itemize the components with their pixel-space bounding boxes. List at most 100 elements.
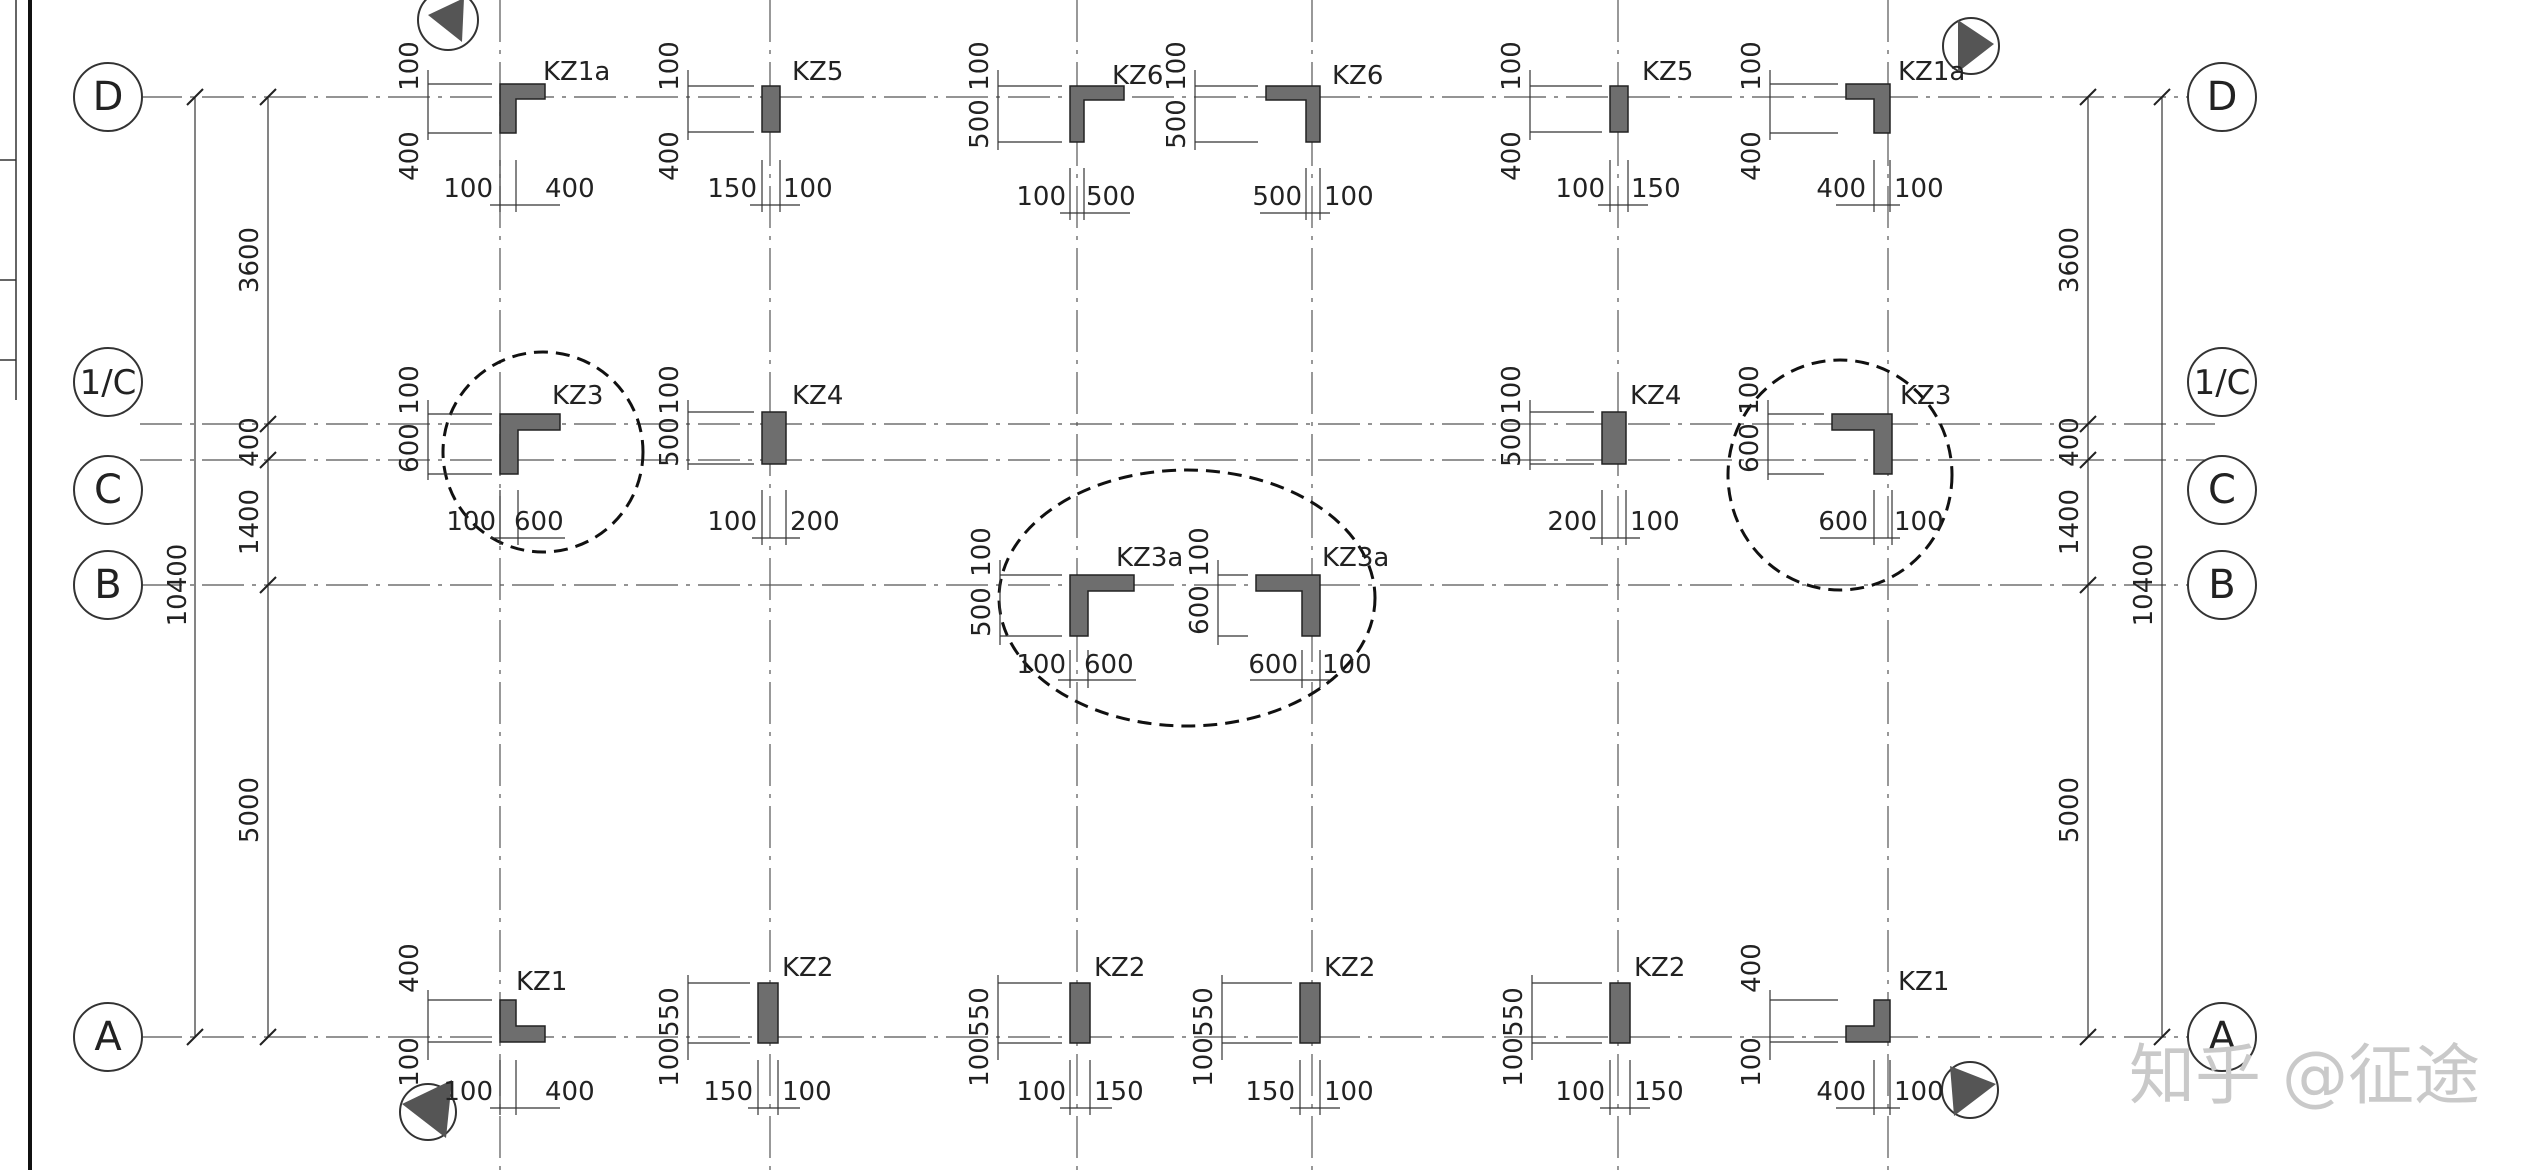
- dim-text-3600-left: 3600: [235, 227, 265, 293]
- column-label: KZ2: [1324, 953, 1375, 983]
- dim-text-10400-right: 10400: [2129, 544, 2159, 627]
- dim-text: 100: [1497, 365, 1527, 415]
- north-marker-arrow: [428, 0, 464, 42]
- axis-bubble-D-right: [2187, 62, 2257, 132]
- column-kz6-d4: KZ6 100 500 500 100: [1162, 41, 1383, 220]
- column-shape: [757, 982, 779, 1044]
- column-kz2-a3: KZ2 550 100 100 150: [965, 953, 1145, 1115]
- dim-text: 400: [545, 1077, 595, 1107]
- dim-text: 200: [790, 507, 840, 537]
- dim-text: 600: [1084, 650, 1134, 680]
- column-kz1-a6: KZ1 400 100 400 100: [1737, 943, 1949, 1115]
- axis-label-C-right: C: [2208, 467, 2236, 513]
- column-label: KZ2: [782, 953, 833, 983]
- column-label: KZ2: [1094, 953, 1145, 983]
- axis-bubble-C-right: [2187, 455, 2257, 525]
- revision-cloud-left: [441, 350, 645, 554]
- axis-label-B-left: B: [94, 562, 121, 608]
- dim-text: 100: [1189, 1037, 1219, 1087]
- dim-text: 100: [655, 41, 685, 91]
- column-kz6-d3: KZ6 100 500 100 500: [965, 41, 1163, 220]
- column-kz1a-d1: KZ1a 100 400 100 400: [395, 41, 610, 212]
- dim-text: 100: [1894, 507, 1944, 537]
- dim-text: 600: [1735, 423, 1765, 473]
- column-shape: [1601, 411, 1627, 465]
- dim-text: 100: [395, 41, 425, 91]
- axis-bubble-B-right: [2187, 550, 2257, 620]
- column-shape: [499, 999, 546, 1043]
- dim-text: 500: [967, 587, 997, 637]
- column-shape: [1609, 85, 1629, 133]
- dim-text: 100: [707, 507, 757, 537]
- column-kz2-a4: KZ2 550 100 150 100: [1189, 953, 1375, 1115]
- dim-tick: [2079, 576, 2097, 594]
- dim-text: 400: [655, 131, 685, 181]
- dim-text: 550: [1189, 987, 1219, 1037]
- column-label: KZ1: [1898, 967, 1949, 997]
- column-label: KZ4: [792, 381, 843, 411]
- dim-text: 100: [783, 174, 833, 204]
- axis-label-A-left: A: [94, 1014, 122, 1060]
- north-marker-arrow: [1950, 1066, 1996, 1116]
- column-label: KZ5: [1642, 57, 1693, 87]
- axis-label-A-right: A: [2208, 1014, 2236, 1060]
- column-shape: [761, 411, 787, 465]
- column-shape: [1069, 85, 1125, 143]
- dim-text: 150: [707, 174, 757, 204]
- axis-bubble-A-left: [73, 1002, 143, 1072]
- dim-text: 100: [1555, 1077, 1605, 1107]
- dim-text: 400: [1497, 131, 1527, 181]
- dim-text: 500: [1497, 417, 1527, 467]
- dim-text: 400: [395, 943, 425, 993]
- dim-text: 600: [514, 507, 564, 537]
- column-label: KZ1a: [1898, 57, 1965, 87]
- dim-text: 100: [1324, 182, 1374, 212]
- dim-text: 150: [1245, 1077, 1295, 1107]
- axis-bubble-1C-right: [2187, 347, 2257, 417]
- dim-text: 100: [1324, 1077, 1374, 1107]
- axis-label-1C-left: 1/C: [80, 363, 137, 403]
- dim-tick: [2079, 1028, 2097, 1046]
- column-label: KZ3a: [1322, 543, 1389, 573]
- column-kz3-left: KZ3 100 600 100 600: [395, 365, 603, 545]
- dim-text: 100: [1735, 365, 1765, 415]
- axis-bubble-1C-left: [73, 347, 143, 417]
- left-dimension-chain: [186, 88, 277, 1046]
- dim-tick: [2153, 88, 2171, 106]
- north-markers: [399, 0, 2000, 1141]
- dim-text: 100: [965, 1037, 995, 1087]
- dim-text-10400-left: 10400: [163, 544, 193, 627]
- dim-text: 100: [1016, 182, 1066, 212]
- dim-text: 400: [1737, 131, 1767, 181]
- column-shape: [1845, 83, 1891, 134]
- column-shape: [1069, 574, 1135, 637]
- dim-text: 100: [443, 174, 493, 204]
- column-label: KZ1a: [543, 57, 610, 87]
- dim-text: 100: [1016, 1077, 1066, 1107]
- dim-text: 600: [395, 423, 425, 473]
- dim-text: 150: [1631, 174, 1681, 204]
- dim-tick: [259, 88, 277, 106]
- column-kz4-right: KZ4 100 500 200 100: [1497, 365, 1681, 545]
- dim-text: 100: [1894, 174, 1944, 204]
- dim-text-5000-left: 5000: [235, 777, 265, 843]
- axis-bubble-D-left: [73, 62, 143, 132]
- dim-text: 600: [1248, 650, 1298, 680]
- axis-label-1C-right: 1/C: [2194, 363, 2251, 403]
- dim-text: 100: [1894, 1077, 1944, 1107]
- column-shape: [1845, 999, 1891, 1043]
- dim-text: 100: [655, 365, 685, 415]
- dim-text: 400: [1816, 1077, 1866, 1107]
- dim-text: 100: [1016, 650, 1066, 680]
- dim-text: 500: [965, 99, 995, 149]
- dim-tick: [2079, 451, 2097, 469]
- column-label: KZ6: [1332, 61, 1383, 91]
- dim-text: 100: [395, 365, 425, 415]
- dim-text: 100: [782, 1077, 832, 1107]
- dim-text: 100: [1185, 527, 1215, 577]
- dim-text: 150: [1094, 1077, 1144, 1107]
- dim-text: 500: [655, 417, 685, 467]
- dim-text: 500: [1252, 182, 1302, 212]
- dim-text: 100: [395, 1037, 425, 1087]
- dim-tick: [186, 1028, 204, 1046]
